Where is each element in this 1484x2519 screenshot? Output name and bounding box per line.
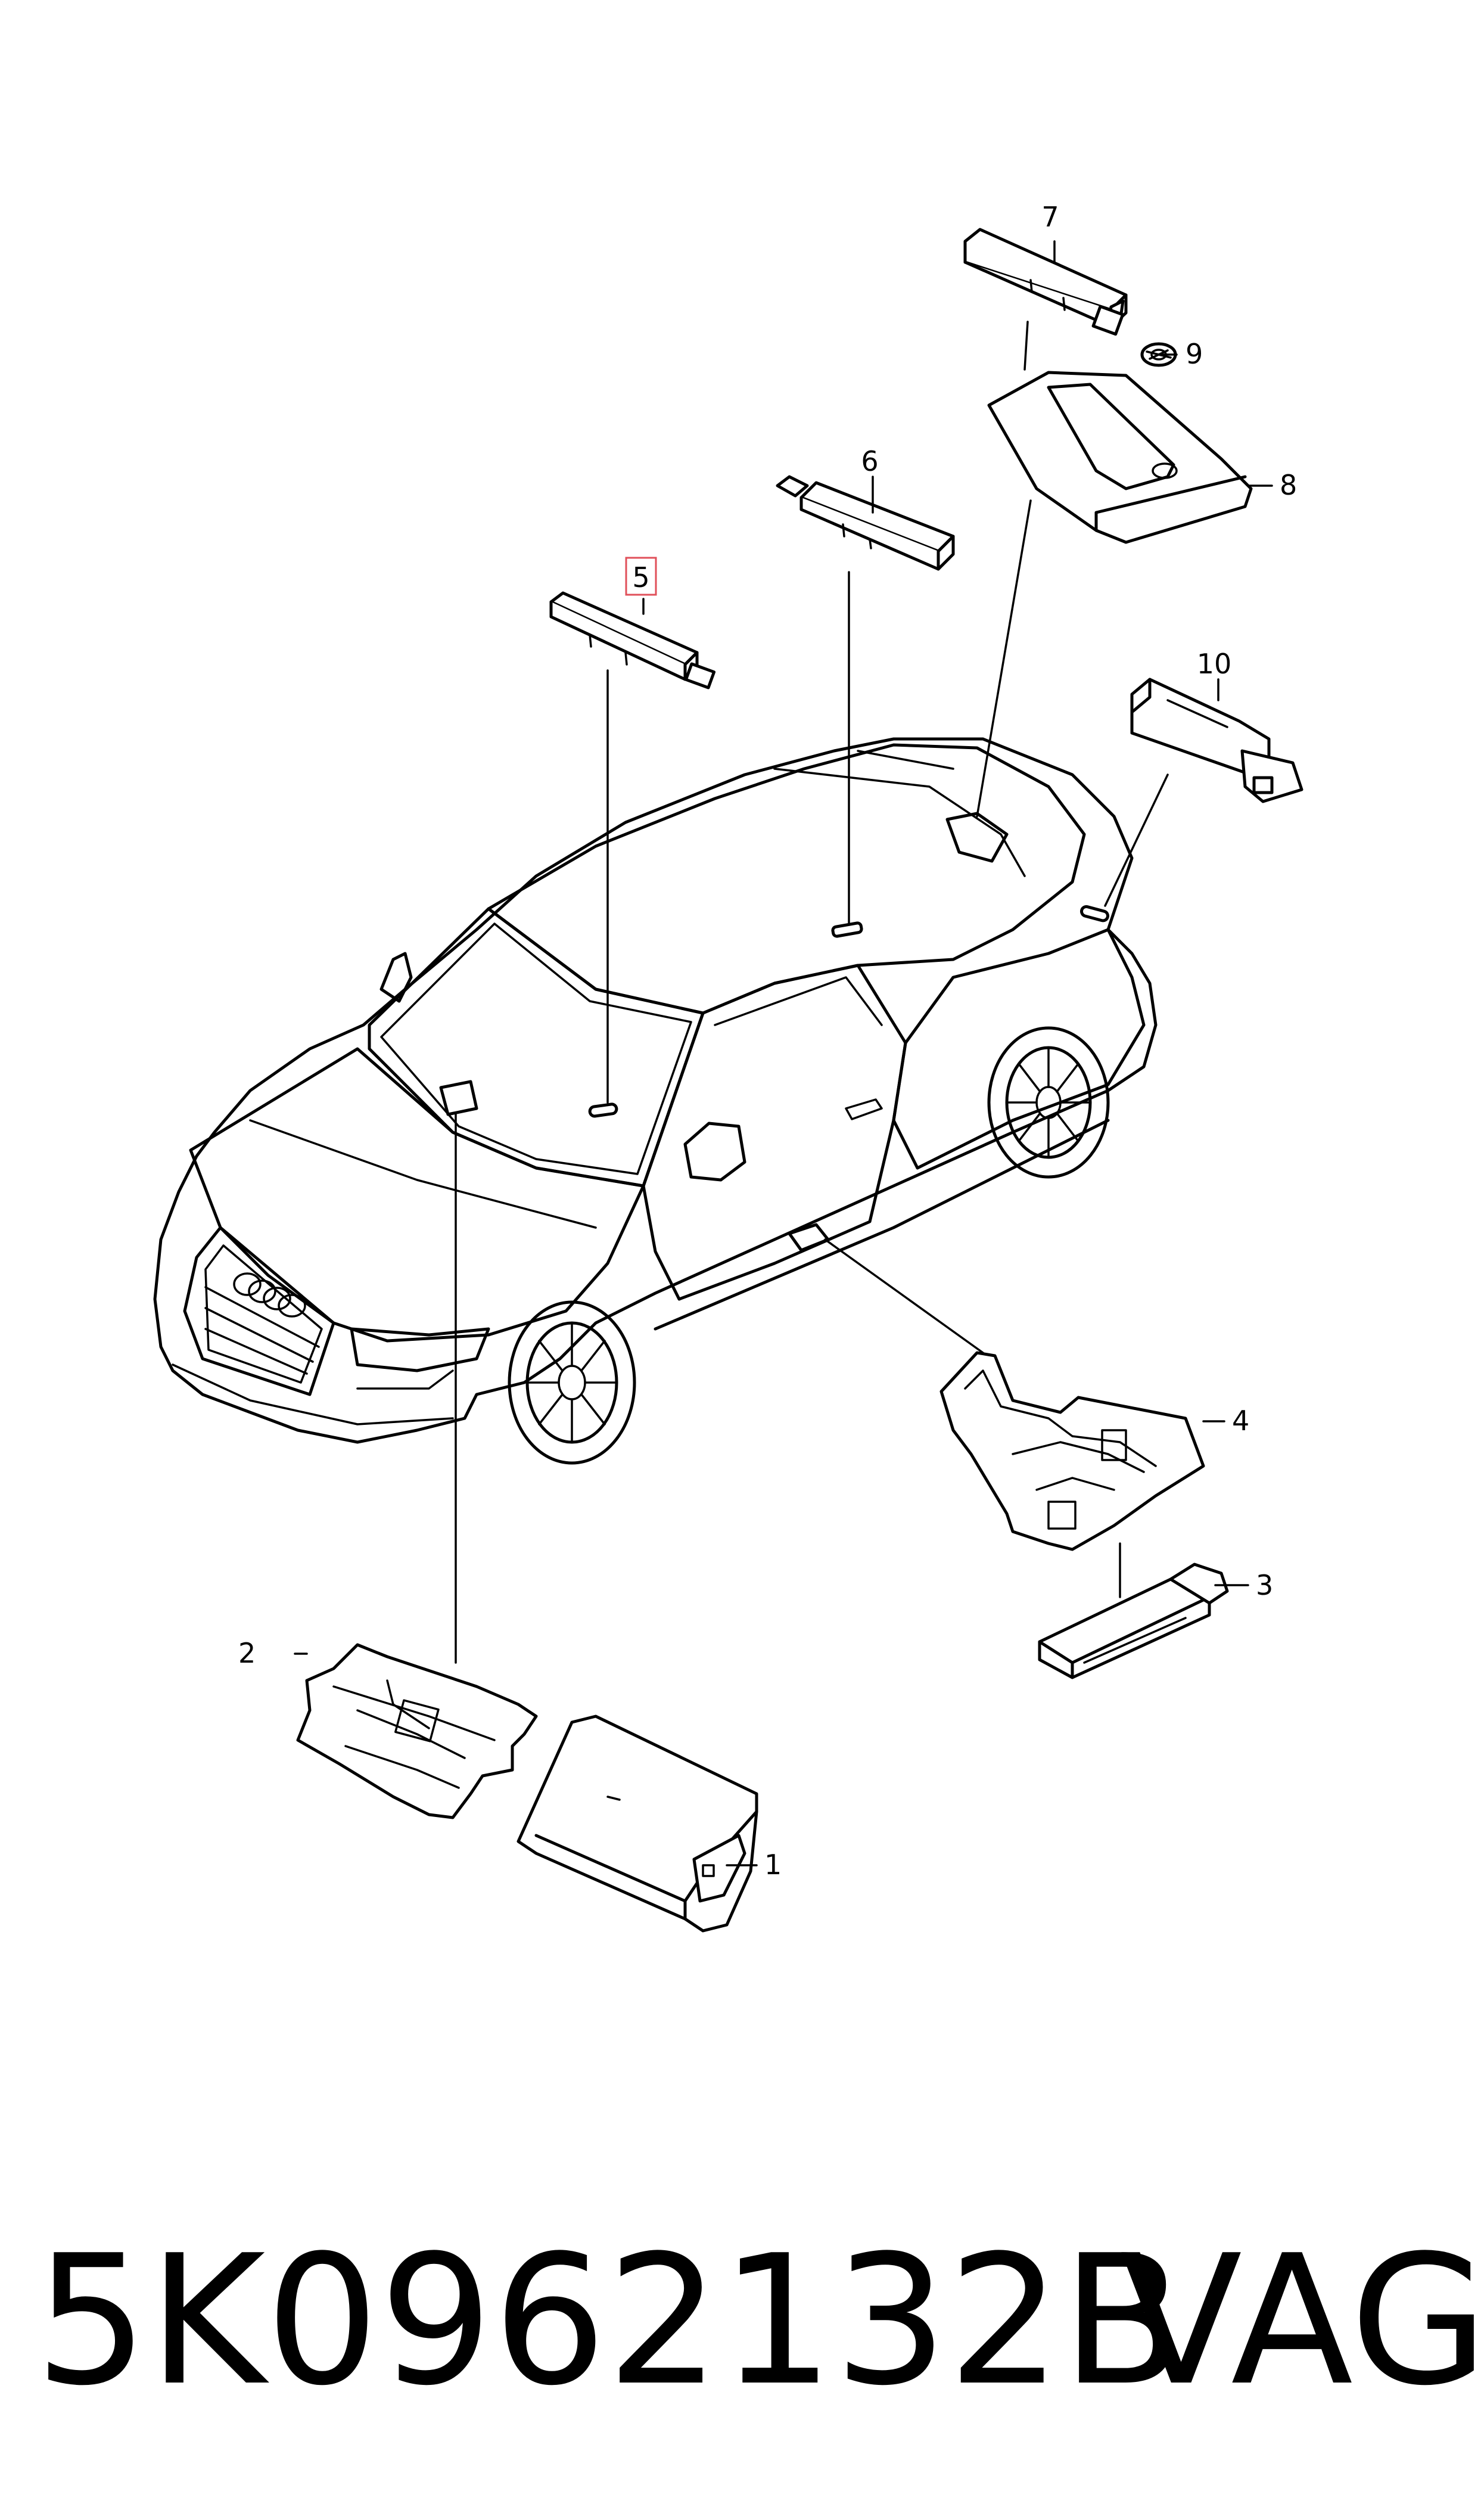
callout-5: 5 (632, 561, 649, 594)
front-wheel (508, 1300, 636, 1465)
callout-7: 7 (1041, 201, 1059, 233)
part-5-antenna (549, 591, 716, 689)
brand-text: VAG (1120, 2217, 1484, 2425)
leader-lines (294, 240, 1273, 1866)
location-5-marker (588, 1102, 618, 1118)
location-8-marker (945, 812, 1009, 863)
part-8-bracket (987, 371, 1253, 544)
location-10-marker (1079, 905, 1109, 923)
callout-1: 1 (764, 1849, 782, 1881)
part-6-antenna (776, 475, 955, 571)
callout-5-highlight-box (625, 557, 657, 596)
callout-2: 2 (238, 1637, 256, 1669)
callout-4: 4 (1232, 1405, 1249, 1437)
location-4-marker (788, 1223, 830, 1252)
part-3-module (1038, 1563, 1229, 1679)
car-body (153, 737, 1158, 1465)
location-2-marker (439, 1080, 478, 1116)
callout-6: 6 (861, 445, 878, 477)
audi-logo (233, 1272, 306, 1318)
part-10-antenna (1130, 678, 1303, 803)
callout-8: 8 (1280, 469, 1297, 501)
rear-wheel (987, 1026, 1110, 1179)
location-6-marker (831, 921, 863, 938)
part-number-text: 5K0962132B (35, 2217, 1184, 2425)
part-2-bracket (296, 1643, 538, 1819)
part-4-bracket (939, 1351, 1205, 1551)
callout-10: 10 (1197, 648, 1232, 680)
callout-9: 9 (1186, 338, 1203, 370)
callout-3: 3 (1256, 1569, 1273, 1601)
part-7-antenna (963, 228, 1128, 336)
part-1-control-unit (517, 1714, 758, 1933)
